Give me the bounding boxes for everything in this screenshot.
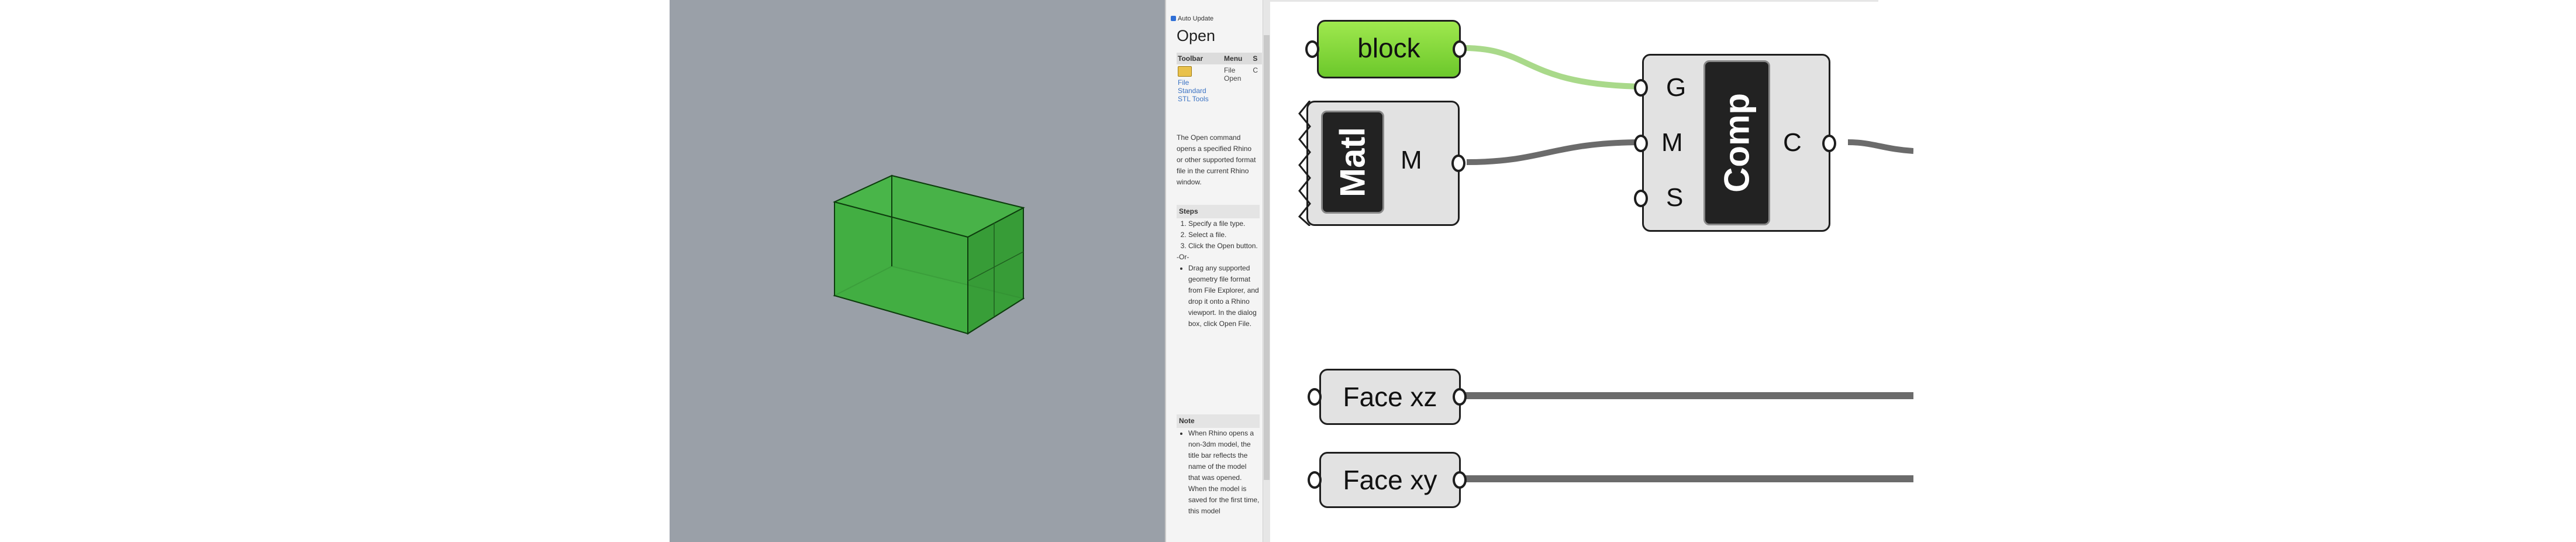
alt-step-item: Drag any supported geometry file format … [1188, 263, 1260, 330]
matl-label: Matl [1333, 127, 1373, 197]
checkbox-icon[interactable] [1171, 16, 1176, 21]
shortcut-cell: C [1253, 66, 1258, 74]
menu-item-file: File [1224, 66, 1236, 74]
or-separator: -Or- [1177, 253, 1189, 261]
auto-update-toggle[interactable]: Auto Update [1171, 15, 1213, 22]
comp-input-label-m: M [1661, 128, 1683, 157]
alt-steps-list: Drag any supported geometry file format … [1177, 263, 1260, 330]
comp-component[interactable]: G M S Comp C [1642, 54, 1830, 232]
matl-zigzag-edge [1298, 101, 1311, 226]
open-folder-icon[interactable] [1178, 66, 1192, 77]
face-xz-output-grip[interactable] [1453, 388, 1467, 406]
box-edge [967, 251, 1024, 282]
wire-matl-to-m [1466, 139, 1645, 165]
face-xz-label: Face xz [1343, 382, 1437, 412]
comp-name-tab: Comp [1703, 60, 1770, 225]
note-list: When Rhino opens a non-3dm model, the ti… [1177, 428, 1260, 517]
command-location-table: Toolbar Menu S File Standard STL Tools F… [1177, 53, 1262, 105]
comp-label: Comp [1717, 93, 1757, 193]
note-heading: Note [1177, 414, 1260, 428]
face-xy-label: Face xy [1343, 465, 1437, 495]
comp-input-grip-s[interactable] [1634, 190, 1648, 207]
matl-name-tab: Matl [1321, 111, 1384, 214]
rhino-viewport[interactable] [670, 0, 1165, 542]
comp-input-grip-g[interactable] [1634, 79, 1648, 97]
toolbar-link-file[interactable]: File [1178, 78, 1189, 87]
comp-input-label-s: S [1666, 183, 1684, 212]
face-xy-output-grip[interactable] [1453, 471, 1467, 489]
table-header: Menu [1223, 53, 1252, 64]
comp-output-label-c: C [1783, 128, 1802, 157]
steps-section: Steps Specify a file type. Select a file… [1177, 205, 1260, 330]
wire-c-output [1847, 139, 1913, 154]
help-scrollbar[interactable] [1263, 0, 1270, 542]
menu-cell: File Open [1223, 64, 1251, 105]
toolbar-link-standard[interactable]: Standard [1178, 87, 1206, 95]
steps-heading: Steps [1177, 205, 1260, 218]
face-xz-input-grip[interactable] [1308, 388, 1322, 406]
menu-item-open: Open [1224, 74, 1242, 83]
comp-output-grip-c[interactable] [1822, 135, 1836, 152]
block-input-grip[interactable] [1305, 40, 1319, 58]
face-xz-param[interactable]: Face xz [1319, 369, 1461, 425]
block-output-grip[interactable] [1453, 40, 1467, 58]
toolbar-cell: File Standard STL Tools [1177, 64, 1223, 105]
step-item: Select a file. [1188, 229, 1260, 241]
toolbar-link-stl-tools[interactable]: STL Tools [1178, 95, 1209, 103]
grasshopper-canvas[interactable]: block Matl M G M S Comp C Face xz Face x… [1270, 0, 1913, 542]
step-item: Specify a file type. [1188, 218, 1260, 229]
note-section: Note When Rhino opens a non-3dm model, t… [1177, 414, 1260, 517]
note-item: When Rhino opens a non-3dm model, the ti… [1188, 428, 1260, 517]
table-header: S [1251, 53, 1262, 64]
matl-component[interactable]: Matl M [1306, 101, 1460, 226]
block-label: block [1357, 33, 1420, 63]
box-face-top [833, 174, 1025, 238]
comp-input-grip-m[interactable] [1634, 135, 1648, 152]
help-description: The Open command opens a specified Rhino… [1177, 133, 1256, 186]
step-item: Click the Open button. [1188, 241, 1260, 252]
command-help-panel: Auto Update Open Toolbar Menu S File Sta… [1165, 0, 1270, 542]
wires-layer [1463, 45, 1913, 482]
face-xy-input-grip[interactable] [1308, 471, 1322, 489]
table-header: Toolbar [1177, 53, 1223, 64]
steps-list: Specify a file type. Select a file. Clic… [1177, 218, 1260, 252]
block-text-param[interactable]: block [1317, 20, 1461, 78]
auto-update-label: Auto Update [1178, 15, 1214, 22]
viewport-scene [833, 174, 1025, 335]
comp-input-label-g: G [1666, 73, 1687, 102]
help-title: Open [1177, 27, 1216, 44]
wire-block-to-g [1463, 45, 1645, 90]
canvas-top-border [1270, 0, 1878, 2]
face-xy-param[interactable]: Face xy [1319, 452, 1461, 508]
matl-output-grip[interactable] [1451, 155, 1465, 172]
matl-output-label: M [1401, 146, 1422, 174]
scrollbar-thumb[interactable] [1264, 35, 1270, 480]
